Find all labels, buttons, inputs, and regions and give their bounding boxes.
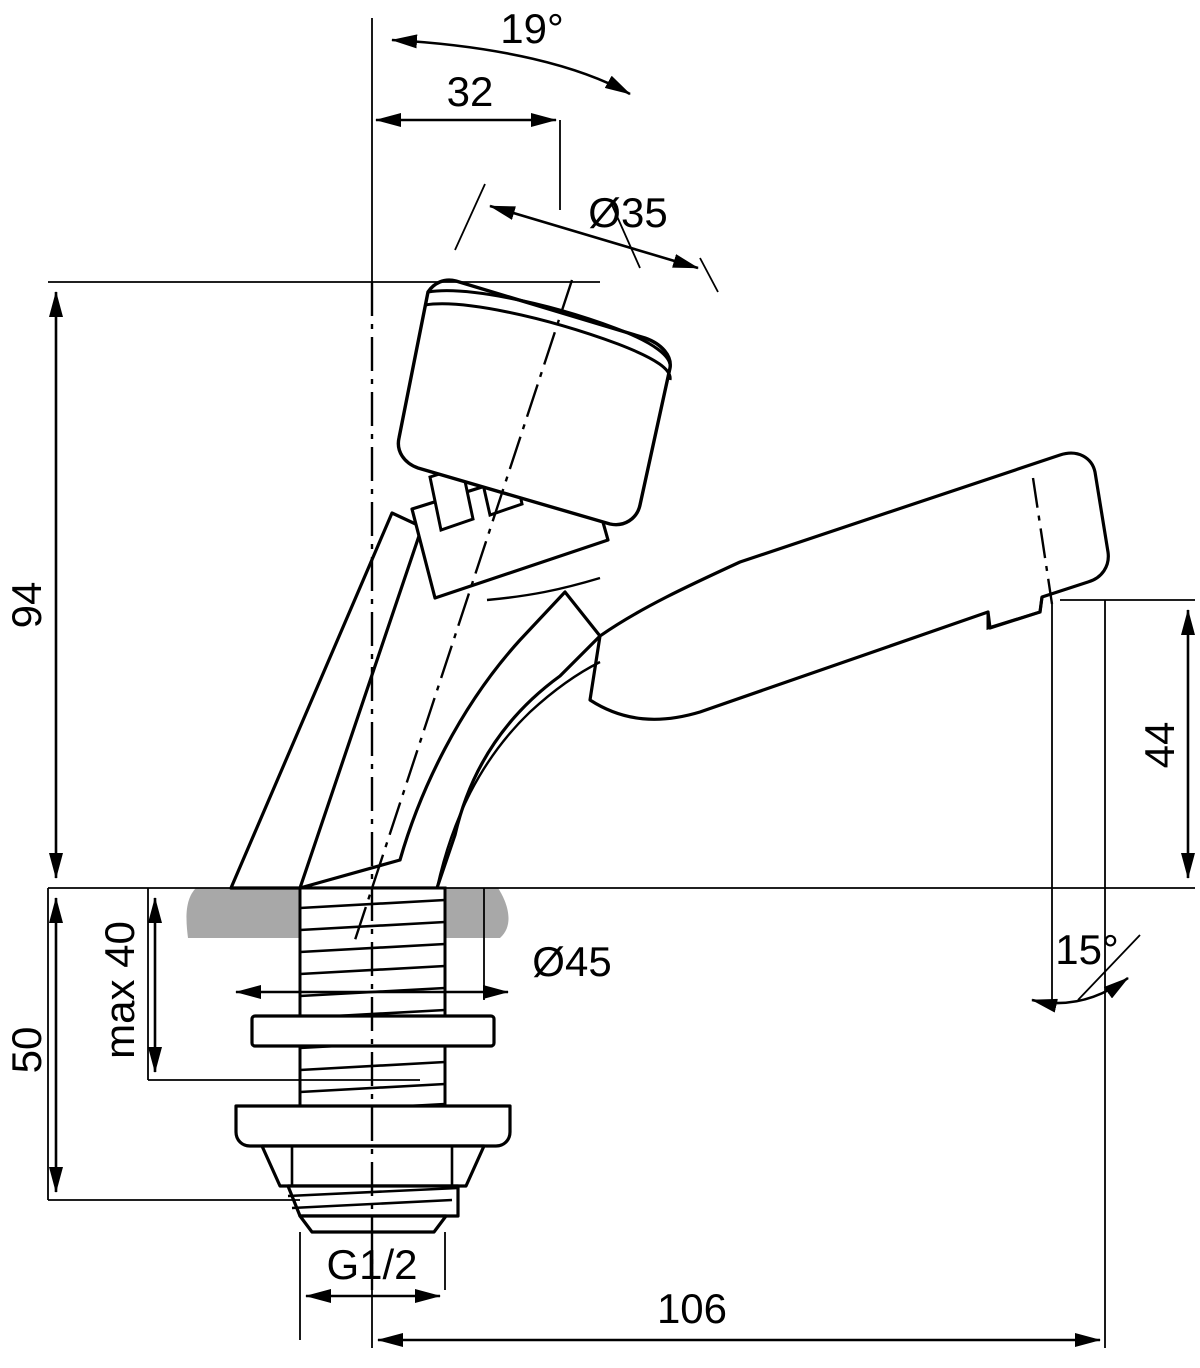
spout-inner-contour-line (435, 576, 601, 889)
dim-label-height-94: 94 (3, 582, 50, 629)
centerline-handle-axis (353, 279, 574, 941)
dimension-arrow-lines (49, 34, 1195, 1347)
dim-label-max-40: max 40 (96, 921, 143, 1059)
dim-label-len-106: 106 (657, 1285, 727, 1332)
dim-label-thread-g12: G1/2 (326, 1241, 417, 1288)
dim-label-dia-45: Ø45 (532, 938, 611, 985)
dim-label-angle-19: 19° (500, 5, 564, 52)
dim-label-len-32: 32 (447, 68, 494, 115)
handle-knob (396, 278, 672, 527)
dim-label-dia-35: Ø35 (588, 189, 667, 236)
spout-aerator-notch (986, 596, 1044, 631)
dim-label-height-44: 44 (1136, 722, 1183, 769)
handle-knob-top-ellipse (424, 289, 672, 381)
centerline-spout-axis (1031, 477, 1054, 605)
dimension-labels: 19° 32 Ø35 94 50 max 40 Ø45 44 15° G1/2 … (3, 5, 1183, 1332)
dim-label-angle-15: 15° (1055, 926, 1119, 973)
faucet-spout (588, 451, 1110, 721)
dim-label-height-50: 50 (3, 1027, 50, 1074)
reference-line-deck (48, 281, 1195, 889)
